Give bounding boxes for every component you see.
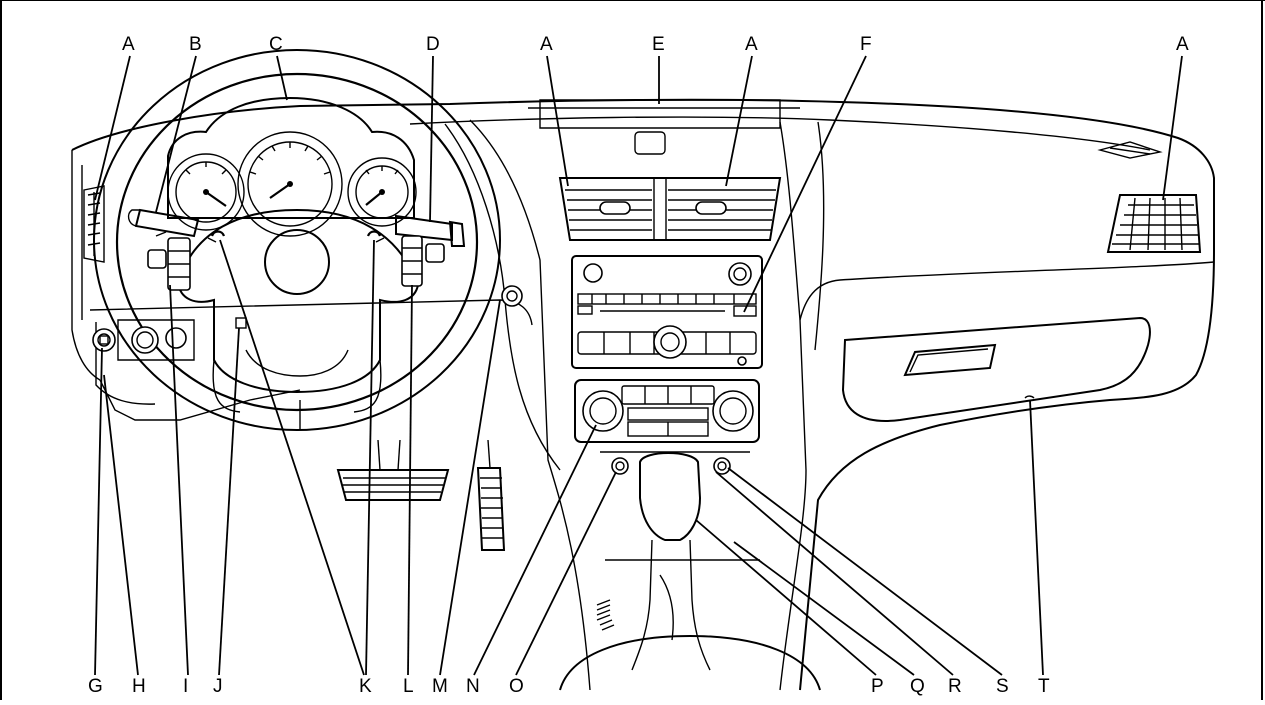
radio-unit: [571, 255, 763, 369]
steering-wheel: [93, 49, 501, 431]
leader-s: [727, 467, 1003, 676]
leader-d: [429, 55, 434, 223]
leader-i: [169, 284, 189, 676]
leader-t: [1029, 399, 1044, 676]
instrument-cluster: [167, 96, 417, 237]
leader-r: [715, 471, 954, 676]
left-switch-bank: [92, 317, 247, 361]
console-texture: [596, 599, 615, 631]
callout-r: R: [948, 676, 962, 697]
leader-h: [103, 374, 139, 676]
center-air-vents: [558, 177, 782, 241]
leader-g: [94, 347, 103, 676]
phone-steering-controls: [401, 235, 445, 287]
leader-k-left: [219, 239, 365, 676]
leader-b: [155, 55, 197, 213]
leader-l: [407, 284, 413, 676]
callout-d: D: [426, 34, 440, 55]
right-outboard-vent: [1097, 141, 1202, 253]
gauge-tick-marks: [185, 142, 399, 175]
dashboard-outline: [71, 98, 1215, 691]
callout-k: K: [359, 676, 372, 697]
windshield-wiper-lever: [395, 214, 466, 247]
turn-signal-lever: [127, 208, 200, 238]
radio-preset-buttons: [591, 294, 735, 304]
leader-m: [439, 299, 501, 676]
leader-n: [473, 424, 597, 676]
callout-i: I: [183, 676, 188, 697]
callout-t: T: [1038, 676, 1050, 697]
leader-o: [515, 471, 617, 676]
callout-labels: A B C D A E A F A G H I J K L M N O P Q …: [88, 34, 1189, 697]
leader-a-right: [1162, 55, 1183, 201]
callout-a-top-left: A: [122, 34, 135, 55]
leader-c: [276, 55, 288, 101]
callout-o: O: [509, 676, 524, 697]
callout-s: S: [996, 676, 1009, 697]
leader-q: [733, 541, 915, 676]
leader-lines: [94, 55, 1183, 676]
callout-f: F: [860, 34, 872, 55]
callout-p: P: [871, 676, 884, 697]
callout-b: B: [189, 34, 202, 55]
callout-a-center-left: A: [540, 34, 553, 55]
audio-steering-controls: [147, 231, 191, 291]
leader-a-center-left: [546, 55, 569, 187]
callout-j: J: [213, 676, 223, 697]
callout-h: H: [132, 676, 146, 697]
leader-a-center-right: [725, 55, 753, 187]
ignition-switch: [501, 285, 523, 307]
horn-symbols: [210, 230, 382, 237]
leader-a-top-left: [94, 55, 131, 201]
callout-m: M: [432, 676, 448, 697]
callout-a-center-right: A: [745, 34, 758, 55]
callout-g: G: [88, 676, 103, 697]
callout-e: E: [652, 34, 665, 55]
callout-q: Q: [910, 676, 925, 697]
callout-l: L: [403, 676, 414, 697]
callout-a-right: A: [1176, 34, 1189, 55]
climate-control-panel: [574, 379, 760, 443]
leader-p: [695, 519, 877, 676]
leader-k-right: [365, 239, 375, 676]
pedals: [336, 439, 506, 551]
center-console-and-shifter: [559, 451, 821, 691]
callout-n: N: [466, 676, 480, 697]
leader-f: [743, 55, 867, 313]
leader-j: [218, 327, 240, 676]
glove-box: [841, 316, 1151, 422]
callout-c: C: [269, 34, 283, 55]
